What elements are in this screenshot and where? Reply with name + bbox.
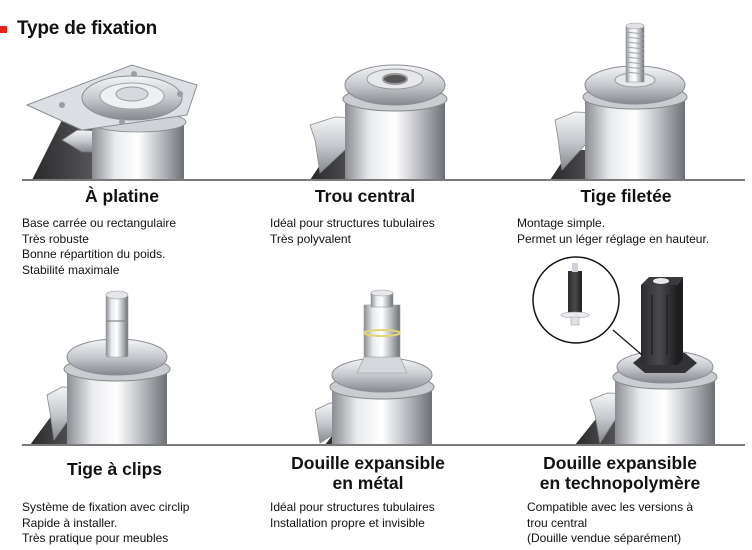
description-line: Idéal pour structures tubulaires xyxy=(270,216,435,230)
description-line: Base carrée ou rectangulaire xyxy=(22,216,177,230)
card-description-douille-metal: Idéal pour structures tubulaires Install… xyxy=(270,500,435,531)
card-title-trou-central: Trou central xyxy=(314,186,416,206)
card-description-platine: Base carrée ou rectangulaire Très robust… xyxy=(22,216,176,278)
card-description-tige-filetee: Montage simple. Permet un léger réglage … xyxy=(517,216,709,247)
card-description-tige-clips: Système de fixation avec circlip Rapide … xyxy=(22,500,189,547)
description-line: Très polyvalent xyxy=(270,231,351,246)
section-header: Type de fixation xyxy=(0,16,157,42)
row-divider xyxy=(22,444,745,446)
card-description-trou-central: Idéal pour structures tubulaires Très po… xyxy=(270,216,435,247)
section-title: Type de fixation xyxy=(17,18,158,39)
caster-polymer-expanding-adapter-icon xyxy=(515,255,750,445)
description-line: Permet un léger réglage en hauteur. xyxy=(517,231,710,246)
description-line: trou central xyxy=(527,515,588,530)
caster-top-plate-icon xyxy=(22,60,252,180)
card-title-platine: À platine xyxy=(85,186,159,206)
card-title-tige-clips: Tige à clips xyxy=(67,459,162,479)
card-title-douille-metal: Douille expansible en métal xyxy=(268,453,468,493)
description-line: Très pratique pour meubles xyxy=(22,531,169,545)
caster-bolt-hole-icon xyxy=(290,55,500,180)
description-line: Compatible avec les versions à xyxy=(527,500,694,514)
caster-grip-ring-stem-icon xyxy=(22,285,252,445)
description-line: Bonne répartition du poids. xyxy=(22,247,166,261)
card-title-tige-filetee: Tige filetée xyxy=(580,186,672,206)
caster-metal-expanding-adapter-icon xyxy=(315,285,495,445)
row-divider xyxy=(22,179,745,181)
description-line: Installation propre et invisible xyxy=(270,515,425,530)
description-line: Très robuste xyxy=(22,231,89,246)
description-line: Montage simple. xyxy=(517,216,606,230)
description-line: Idéal pour structures tubulaires xyxy=(270,500,435,514)
card-title-line: Douille expansible xyxy=(543,453,697,473)
description-line: (Douille vendue séparément) xyxy=(527,531,682,545)
description-line: Stabilité maximale xyxy=(22,262,120,277)
description-line: Système de fixation avec circlip xyxy=(22,500,190,514)
card-title-line: en technopolymère xyxy=(539,473,701,493)
card-title-douille-techno: Douille expansible en technopolymère xyxy=(520,453,720,493)
card-title-line: Douille expansible xyxy=(291,453,445,473)
card-title-line: en métal xyxy=(332,473,404,493)
description-line: Rapide à installer. xyxy=(22,515,118,530)
card-description-douille-techno: Compatible avec les versions à trou cent… xyxy=(527,500,693,547)
caster-threaded-stem-icon xyxy=(540,20,745,180)
red-square-marker-icon xyxy=(0,25,7,33)
